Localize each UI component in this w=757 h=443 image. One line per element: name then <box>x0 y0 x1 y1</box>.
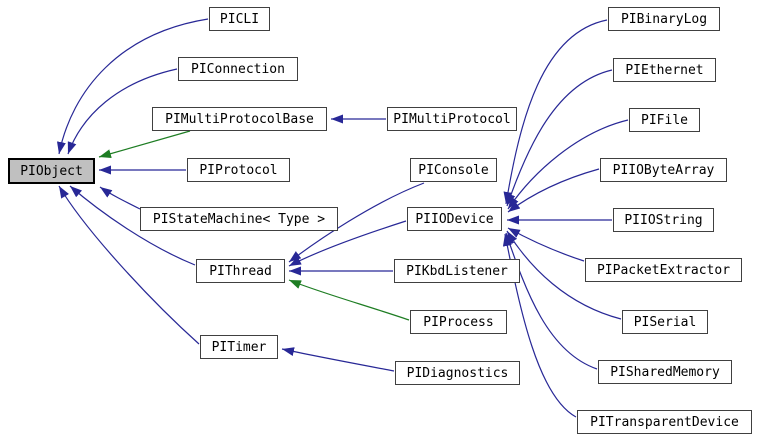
class-node-pimultiprotocolbase[interactable]: PIMultiProtocolBase <box>152 107 327 131</box>
class-node-pipacketextractor[interactable]: PIPacketExtractor <box>585 258 742 282</box>
class-node-pitransparentdevice[interactable]: PITransparentDevice <box>577 410 752 434</box>
class-node-pidiagnostics[interactable]: PIDiagnostics <box>395 361 520 385</box>
inheritance-edge-piconsole-to-pithread <box>288 182 425 263</box>
class-node-piserial[interactable]: PISerial <box>622 310 708 334</box>
inheritance-edge-piconnection-to-piobject <box>67 68 178 155</box>
class-node-piiodevice[interactable]: PIIODevice <box>407 207 502 231</box>
inheritance-edge-pisharedmemory-to-piiodevice <box>505 232 598 370</box>
inheritance-edge-piserial-to-piiodevice <box>506 230 622 320</box>
class-node-piobject: PIObject <box>8 158 95 184</box>
class-node-piprotocol[interactable]: PIProtocol <box>187 158 290 182</box>
class-node-pistatemachine[interactable]: PIStateMachine< Type > <box>140 207 338 231</box>
inheritance-edge-piiobytearray-to-piiodevice <box>507 168 600 213</box>
inheritance-edge-piethernet-to-piiodevice <box>506 69 613 207</box>
class-node-piprocess[interactable]: PIProcess <box>410 310 507 334</box>
class-node-piconnection[interactable]: PIConnection <box>178 57 298 81</box>
inheritance-edge-pidiagnostics-to-pitimer <box>281 347 395 372</box>
inheritance-edge-piiodevice-to-pithread <box>288 220 407 267</box>
inheritance-edge-pistatemachine-to-piobject <box>99 186 141 210</box>
inheritance-edge-pimultiprotocolbase-to-piobject <box>98 130 191 159</box>
class-node-pitimer[interactable]: PITimer <box>200 335 278 359</box>
class-node-pithread[interactable]: PIThread <box>196 259 285 283</box>
class-node-pikbdlistener[interactable]: PIKbdListener <box>394 259 520 283</box>
inheritance-edge-pibinarylog-to-piiodevice <box>503 19 608 205</box>
class-node-pisharedmemory[interactable]: PISharedMemory <box>598 360 732 384</box>
class-node-piethernet[interactable]: PIEthernet <box>613 58 716 82</box>
inheritance-edge-picli-to-piobject <box>56 18 209 155</box>
inheritance-edge-pitimer-to-piobject <box>58 185 200 345</box>
inheritance-edge-pifile-to-piiodevice <box>507 119 629 210</box>
class-node-pifile[interactable]: PIFile <box>629 108 700 132</box>
inheritance-edge-piprocess-to-pithread <box>288 279 410 321</box>
class-node-pimultiprotocol[interactable]: PIMultiProtocol <box>387 107 517 131</box>
class-node-pibinarylog[interactable]: PIBinaryLog <box>608 7 720 31</box>
class-node-piconsole[interactable]: PIConsole <box>410 158 497 182</box>
inheritance-edge-pipacketextractor-to-piiodevice <box>507 227 585 262</box>
class-node-piiobytearray[interactable]: PIIOByteArray <box>600 158 727 182</box>
inheritance-edge-pithread-to-piobject <box>69 185 196 266</box>
class-node-piiostring[interactable]: PIIOString <box>613 208 714 232</box>
class-node-picli[interactable]: PICLI <box>209 7 270 31</box>
